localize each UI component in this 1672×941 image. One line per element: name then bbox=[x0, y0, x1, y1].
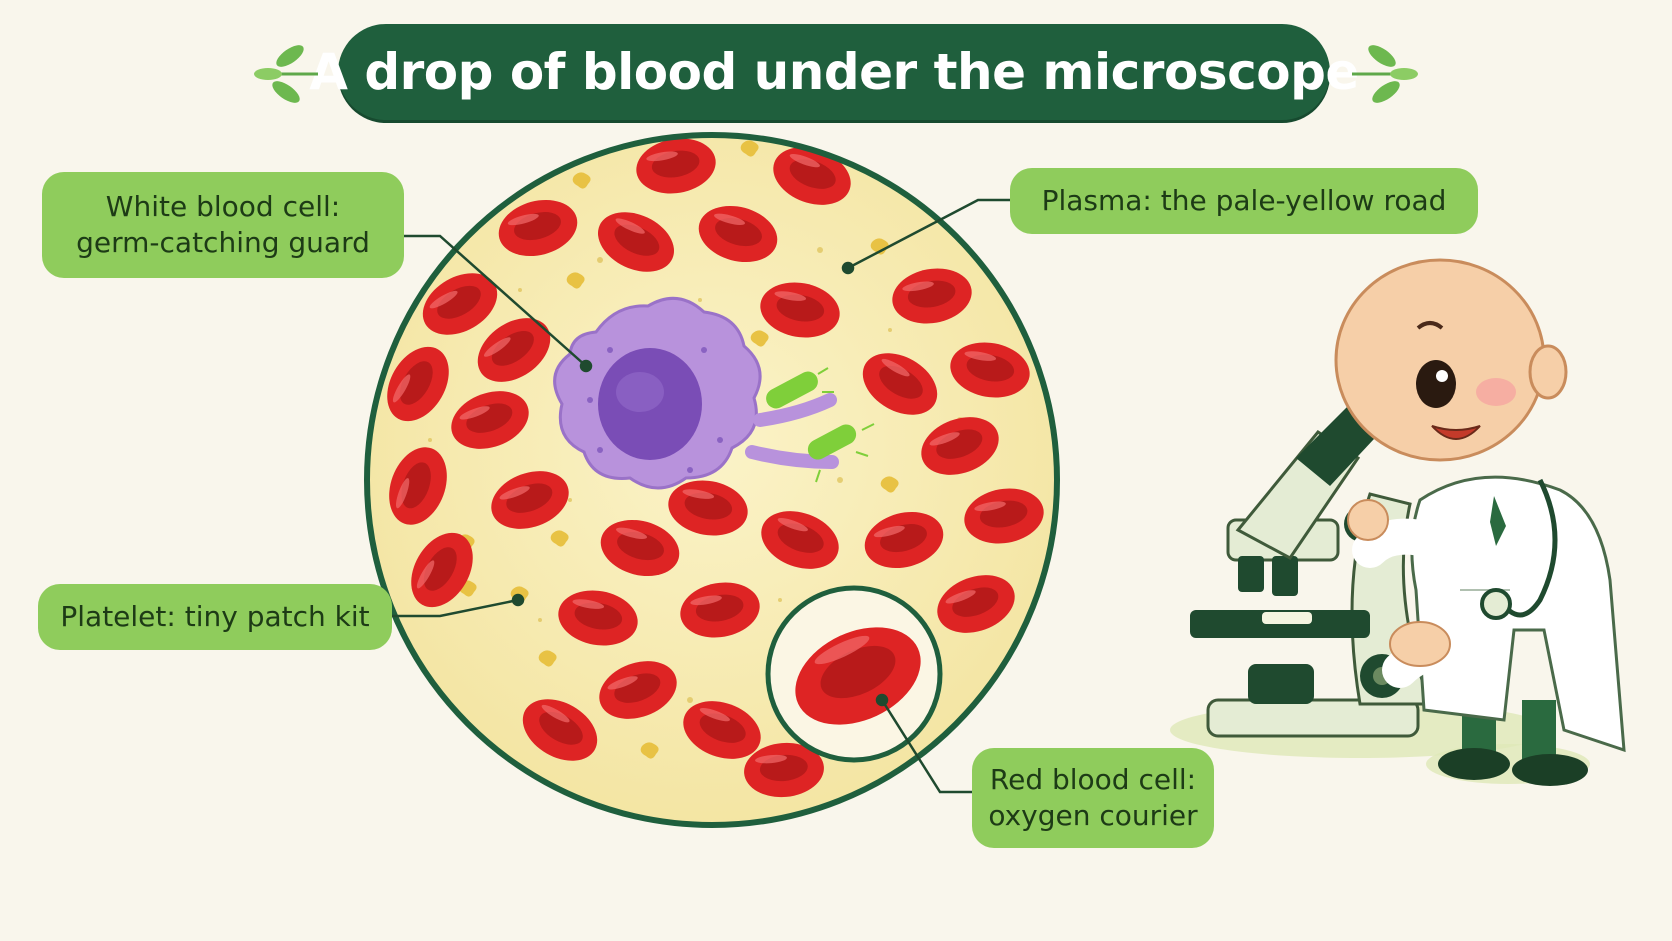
page-title: A drop of blood under the microscope bbox=[309, 43, 1359, 101]
plasma-label-text: Plasma: the pale-yellow road bbox=[1041, 184, 1447, 217]
leaf-sprig-icon bbox=[1352, 45, 1418, 103]
plasma-label: Plasma: the pale-yellow road bbox=[1010, 168, 1478, 234]
microscope-view bbox=[364, 132, 1060, 828]
red-blood-cell-label-line2: oxygen courier bbox=[988, 799, 1198, 832]
scientist-character-icon bbox=[1334, 258, 1626, 786]
leaf-sprig-icon bbox=[254, 45, 318, 103]
leader-lines bbox=[392, 198, 1010, 794]
red-blood-cell-label-line1: Red blood cell: bbox=[989, 763, 1197, 796]
red-cell-zoom-inset bbox=[765, 585, 943, 763]
white-blood-cell-label-line2: germ-catching guard bbox=[76, 226, 370, 259]
title-banner: A drop of blood under the microscope bbox=[309, 24, 1359, 120]
platelet-label: Platelet: tiny patch kit bbox=[38, 584, 392, 650]
platelet-label-text: Platelet: tiny patch kit bbox=[60, 600, 370, 633]
white-blood-cell bbox=[553, 296, 839, 490]
white-blood-cell-label: White blood cell: germ-catching guard bbox=[42, 172, 404, 278]
red-blood-cell-label: Red blood cell: oxygen courier bbox=[972, 748, 1214, 848]
bacteria bbox=[766, 367, 875, 483]
white-blood-cell-label-line1: White blood cell: bbox=[105, 190, 341, 223]
